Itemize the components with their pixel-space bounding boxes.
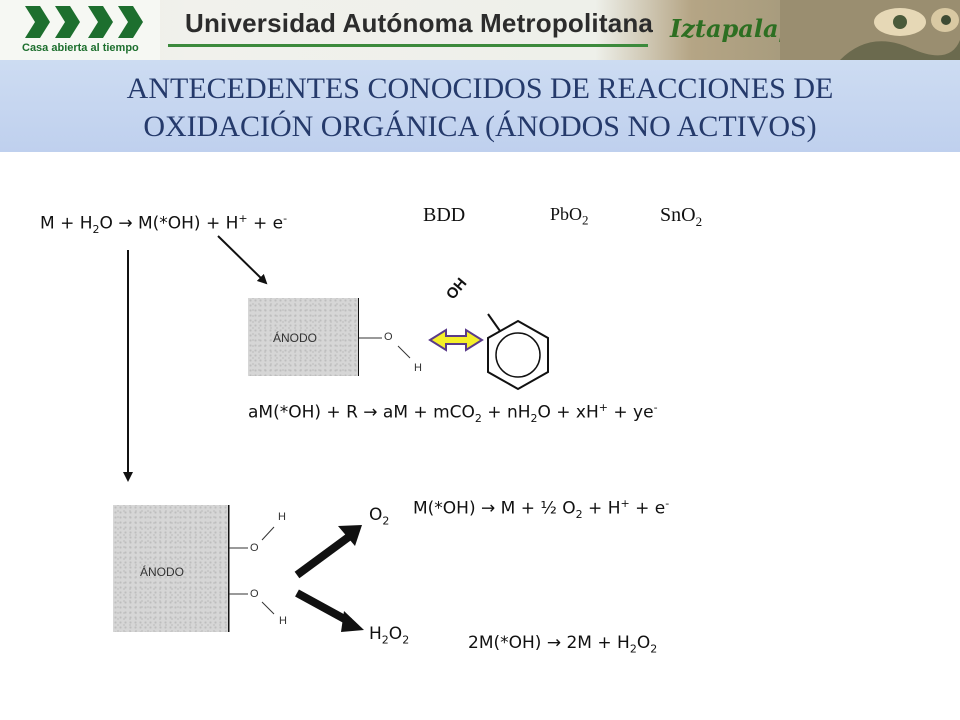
anode-bottom: ÁNODO (113, 505, 228, 632)
reaction-arrow-icon: → (363, 402, 378, 423)
arrow-to-o2 (294, 525, 362, 579)
header-banner: Casa abierta al tiempo Universidad Autón… (0, 0, 960, 60)
mural-art-icon (780, 0, 960, 60)
atom-o: O (384, 331, 393, 343)
atom-o-2: O (250, 588, 259, 600)
atom-o-1: O (250, 542, 259, 554)
material-sno2: SnO2 (660, 204, 703, 229)
double-arrow-icon (428, 328, 484, 352)
reaction-arrow-icon: → (118, 213, 133, 234)
product-o2: O2 (369, 505, 390, 528)
arrow-to-h2o2 (295, 589, 364, 632)
uam-logo-mark-icon (25, 6, 143, 38)
anode-top-label: ÁNODO (273, 331, 318, 345)
equation-oxygen-evolution: M(*OH) → M + ½ O2 + H+ + e- (413, 497, 670, 522)
reaction-arrow-icon: → (481, 498, 496, 519)
university-name: Universidad Autónoma Metropolitana (185, 8, 654, 38)
atom-h-1: H (278, 511, 286, 523)
slide-title-line-2: OXIDACIÓN ORGÁNICA (ÁNODOS NO ACTIVOS) (143, 110, 817, 143)
product-h2o2: H2O2 (369, 624, 410, 647)
arrow-to-top-anode (217, 235, 268, 285)
phenol-ring-icon (487, 313, 549, 391)
reaction-arrow-icon: → (546, 633, 562, 653)
anode-top: ÁNODO (248, 298, 358, 376)
header-divider (168, 44, 648, 47)
material-pbo2: PbO2 (550, 204, 589, 228)
logo-tagline: Casa abierta al tiempo (22, 42, 139, 54)
anode-bottom-label: ÁNODO (140, 565, 185, 579)
slide-title-line-1: ANTECEDENTES CONOCIDOS DE REACCIONES DE (126, 72, 834, 105)
slide-title: ANTECEDENTES CONOCIDOS DE REACCIONES DE … (0, 70, 960, 146)
equation-hydroxyl-formation: M + H2O → M(*OH) + H+ + e- (40, 212, 288, 237)
atom-h-2: H (279, 615, 287, 627)
atom-h: H (414, 362, 422, 374)
equation-peroxide-formation: 2M(*OH) → 2M + H2O2 (468, 633, 658, 656)
equation-electrochemical-combustion: aM(*OH) + R → aM + mCO2 + nH2O + xH+ + y… (248, 401, 658, 426)
uam-logo: Casa abierta al tiempo (0, 0, 160, 60)
title-band: ANTECEDENTES CONOCIDOS DE REACCIONES DE … (0, 60, 960, 152)
material-bdd: BDD (423, 204, 466, 226)
